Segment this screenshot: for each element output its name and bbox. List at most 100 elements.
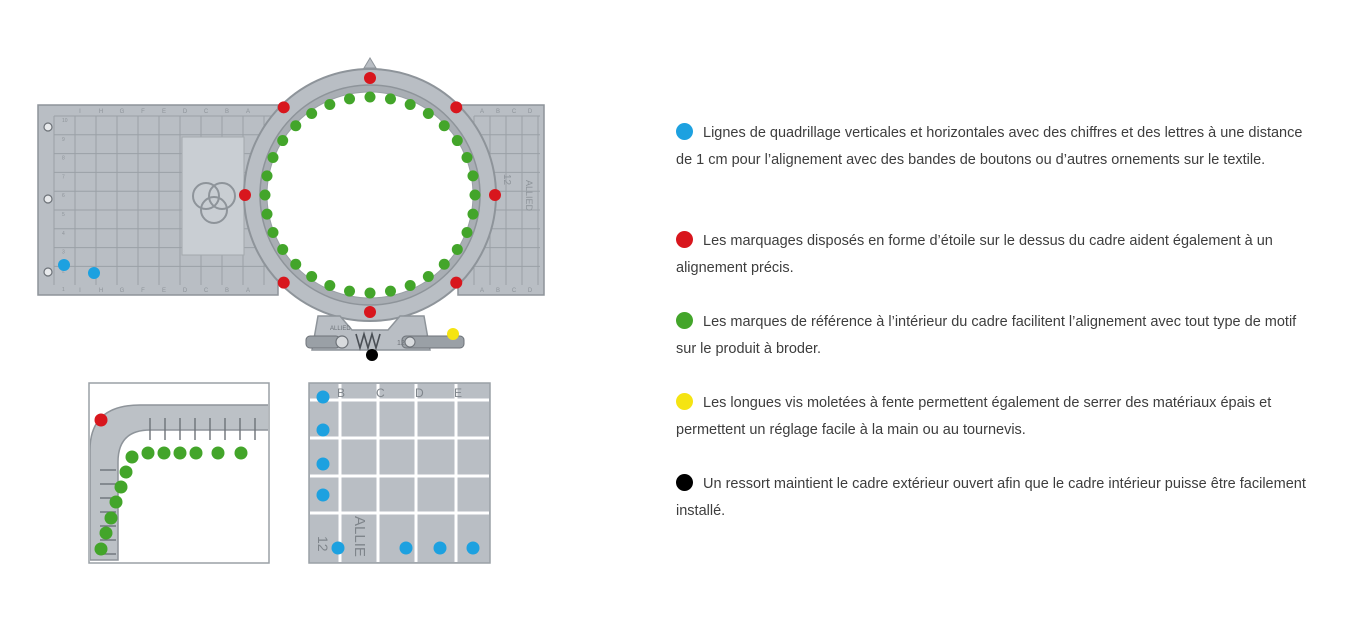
green-marker-dot bbox=[234, 446, 248, 460]
hoop-top-notch bbox=[363, 57, 377, 69]
screw-icon bbox=[43, 267, 53, 277]
legend-item-knurled-screws: Les longues vis moletées à fente permett… bbox=[676, 390, 1316, 444]
legend-text: Les longues vis moletées à fente permett… bbox=[676, 395, 1272, 438]
svg-text:2: 2 bbox=[62, 268, 65, 274]
svg-text:9: 9 bbox=[62, 137, 65, 143]
legend-text: Les marques de référence à l’intérieur d… bbox=[676, 314, 1297, 357]
legend-text: Un ressort maintient le cadre extérieur … bbox=[676, 476, 1306, 519]
black-marker-dot bbox=[366, 349, 378, 361]
green-marker-dot bbox=[451, 243, 463, 255]
hoop-clamp-size: 12 bbox=[397, 340, 405, 347]
blue-marker-dot bbox=[58, 259, 70, 271]
svg-text:H: H bbox=[99, 109, 103, 115]
svg-text:D: D bbox=[528, 109, 533, 115]
green-marker-dot bbox=[324, 280, 336, 292]
green-marker-dot bbox=[109, 495, 123, 509]
hoop-clamp: ALLIED 12 bbox=[305, 315, 465, 351]
svg-text:F: F bbox=[141, 109, 145, 115]
svg-text:A: A bbox=[246, 288, 250, 294]
svg-text:8: 8 bbox=[62, 156, 65, 162]
green-marker-dot bbox=[422, 108, 434, 120]
svg-text:I: I bbox=[79, 109, 81, 115]
green-dot-icon bbox=[676, 312, 693, 329]
legend-item-star-markings: Les marquages disposés en forme d’étoile… bbox=[676, 228, 1316, 282]
green-marker-dot bbox=[324, 98, 336, 110]
green-marker-dot bbox=[404, 98, 416, 110]
legend-text: Lignes de quadrillage verticales et hori… bbox=[676, 125, 1303, 168]
hoop-clamp-brand: ALLIED bbox=[330, 326, 351, 332]
svg-text:D: D bbox=[415, 386, 424, 400]
blue-marker-dot bbox=[316, 390, 330, 404]
green-marker-dot bbox=[422, 270, 434, 282]
svg-text:E: E bbox=[454, 386, 462, 400]
green-marker-dot bbox=[290, 120, 302, 132]
blue-marker-dot bbox=[88, 267, 100, 279]
blue-marker-dot bbox=[316, 457, 330, 471]
green-marker-dot bbox=[261, 208, 273, 220]
green-marker-dot bbox=[119, 465, 133, 479]
svg-text:G: G bbox=[120, 109, 125, 115]
green-marker-dot bbox=[99, 526, 113, 540]
svg-text:D: D bbox=[183, 109, 188, 115]
green-marker-dot bbox=[104, 511, 118, 525]
green-marker-dot bbox=[344, 93, 356, 105]
svg-text:A: A bbox=[480, 288, 484, 294]
green-marker-dot bbox=[384, 285, 396, 297]
green-marker-dot bbox=[404, 280, 416, 292]
green-marker-dot bbox=[290, 258, 302, 270]
svg-text:C: C bbox=[204, 109, 209, 115]
red-marker-dot bbox=[277, 101, 290, 114]
yellow-marker-dot bbox=[447, 328, 459, 340]
svg-text:C: C bbox=[376, 386, 385, 400]
green-marker-dot bbox=[277, 243, 289, 255]
black-dot-icon bbox=[676, 474, 693, 491]
red-marker-dot bbox=[277, 276, 290, 289]
blue-marker-dot bbox=[316, 488, 330, 502]
red-marker-dot bbox=[450, 101, 463, 114]
green-marker-dot bbox=[461, 151, 473, 163]
svg-text:6: 6 bbox=[62, 193, 65, 199]
green-marker-dot bbox=[438, 120, 450, 132]
svg-text:A: A bbox=[246, 109, 250, 115]
green-marker-dot bbox=[114, 480, 128, 494]
svg-text:H: H bbox=[99, 288, 103, 294]
hoop-brand-label: ALLIED bbox=[524, 180, 534, 212]
screw-icon bbox=[43, 122, 53, 132]
green-marker-dot bbox=[211, 446, 225, 460]
blue-marker-dot bbox=[466, 541, 480, 555]
detail-ring-edge bbox=[88, 382, 270, 564]
green-marker-dot bbox=[461, 227, 473, 239]
green-marker-dot bbox=[438, 258, 450, 270]
red-marker-dot bbox=[450, 276, 463, 289]
red-marker-dot bbox=[364, 72, 376, 84]
svg-text:E: E bbox=[162, 288, 166, 294]
svg-text:D: D bbox=[528, 288, 533, 294]
blue-dot-icon bbox=[676, 123, 693, 140]
svg-text:10: 10 bbox=[62, 118, 68, 124]
green-marker-dot bbox=[189, 446, 203, 460]
red-marker-dot bbox=[239, 189, 251, 201]
detail-grid-brand: ALLIE bbox=[351, 516, 368, 557]
green-marker-dot bbox=[306, 108, 318, 120]
green-marker-dot bbox=[157, 446, 171, 460]
green-marker-dot bbox=[125, 450, 139, 464]
svg-text:C: C bbox=[204, 288, 209, 294]
green-marker-dot bbox=[261, 170, 273, 182]
green-marker-dot bbox=[469, 189, 481, 201]
detail-grid-markers bbox=[316, 390, 480, 555]
svg-text:7: 7 bbox=[62, 174, 65, 180]
red-marker-dot bbox=[489, 189, 501, 201]
svg-text:A: A bbox=[480, 109, 484, 115]
green-marker-dot bbox=[267, 151, 279, 163]
screw-icon bbox=[43, 194, 53, 204]
svg-text:4: 4 bbox=[62, 231, 65, 237]
svg-text:B: B bbox=[225, 109, 229, 115]
green-marker-dot bbox=[384, 93, 396, 105]
green-marker-dot bbox=[141, 446, 155, 460]
green-marker-dot bbox=[267, 227, 279, 239]
svg-text:D: D bbox=[183, 288, 188, 294]
svg-text:B: B bbox=[496, 288, 500, 294]
